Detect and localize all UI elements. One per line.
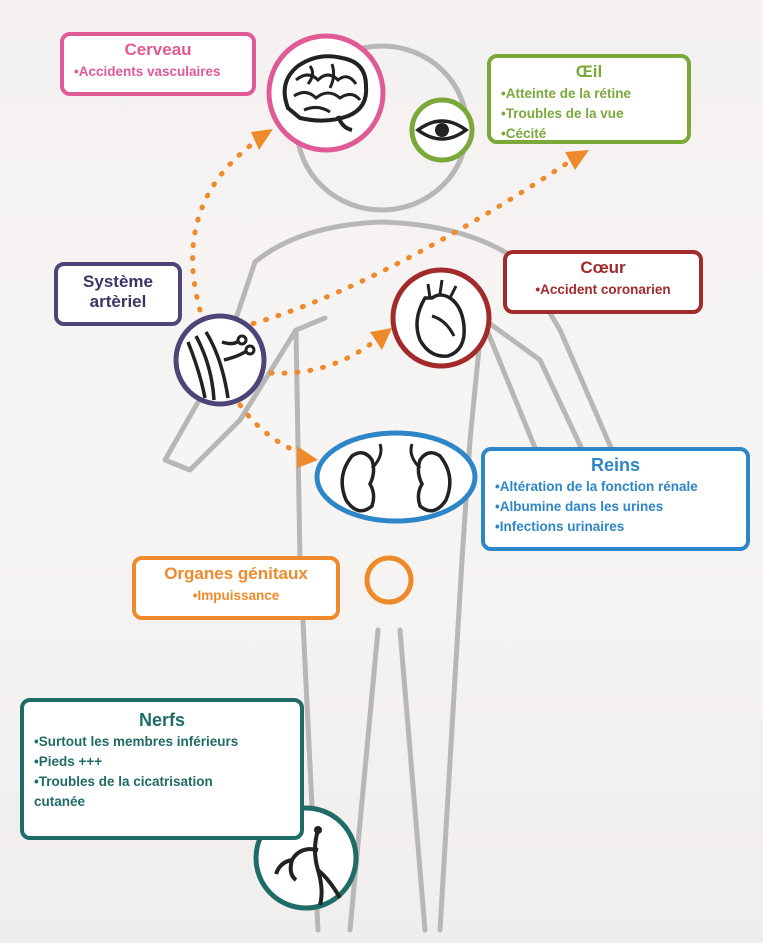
systeme-title-line2: artèriel — [89, 292, 147, 311]
oeil-item: Cécité — [501, 124, 677, 144]
genital-circle — [364, 555, 414, 605]
heart-icon — [390, 267, 492, 369]
reins-item: Albumine dans les urines — [495, 497, 736, 517]
reins-item: Altération de la fonction rénale — [495, 477, 736, 497]
cerveau-box: Cerveau Accidents vasculaires — [60, 32, 256, 96]
right-arm-inner — [479, 315, 543, 463]
oeil-item: Atteinte de la rétine — [501, 84, 677, 104]
kidneys-icon — [314, 430, 478, 524]
arrow-to-brain — [190, 134, 265, 313]
coeur-title: Cœur — [580, 258, 626, 277]
coeur-box: Cœur Accident coronarien — [503, 250, 703, 314]
arrowhead-eye — [565, 150, 589, 170]
reins-title: Reins — [590, 455, 641, 475]
nerfs-item: Troubles de la cicatrisation — [34, 772, 290, 792]
arteries-icon — [173, 313, 267, 407]
arrowhead-kidneys — [297, 446, 318, 468]
brain-icon — [266, 33, 386, 153]
legs-inner-outline — [347, 627, 428, 933]
systeme-title-line1: Système — [83, 272, 153, 291]
organes-list: Impuissance — [136, 586, 336, 606]
nerfs-list: Surtout les membres inférieurs Pieds +++… — [24, 732, 300, 812]
organes-box: Organes génitaux Impuissance — [132, 556, 340, 620]
nerfs-title: Nerfs — [138, 710, 186, 730]
oeil-title: Œil — [575, 62, 603, 81]
coeur-list: Accident coronarien — [507, 280, 699, 300]
reins-item: Infections urinaires — [495, 517, 736, 537]
reins-list: Altération de la fonction rénale Albumin… — [485, 477, 746, 537]
organes-item: Impuissance — [146, 586, 326, 606]
oeil-list: Atteinte de la rétine Troubles de la vue… — [491, 84, 687, 144]
arrows — [190, 134, 578, 458]
oeil-item: Troubles de la vue — [501, 104, 677, 124]
reins-box: Reins Altération de la fonction rénale A… — [481, 447, 750, 551]
arrowheads — [251, 129, 589, 468]
arrowhead-brain — [251, 129, 273, 150]
arrow-to-kidneys — [237, 402, 308, 458]
eye-icon — [409, 97, 475, 163]
arrow-to-heart — [255, 332, 385, 376]
coeur-item: Accident coronarien — [517, 280, 689, 300]
arrow-to-eye — [225, 155, 578, 333]
oeil-box: Œil Atteinte de la rétine Troubles de la… — [487, 54, 691, 144]
cerveau-list: Accidents vasculaires — [64, 62, 252, 82]
systeme-box: Système artèriel — [54, 262, 182, 326]
nerfs-item-continuation: cutanée — [34, 794, 86, 809]
nerfs-item: Pieds +++ — [34, 752, 290, 772]
organes-title: Organes génitaux — [164, 564, 308, 583]
arrowhead-heart — [370, 328, 392, 350]
nerfs-box: Nerfs Surtout les membres inférieurs Pie… — [20, 698, 304, 840]
cerveau-item: Accidents vasculaires — [74, 62, 242, 82]
nerfs-item: Surtout les membres inférieurs — [34, 732, 290, 752]
cerveau-title: Cerveau — [124, 40, 192, 59]
